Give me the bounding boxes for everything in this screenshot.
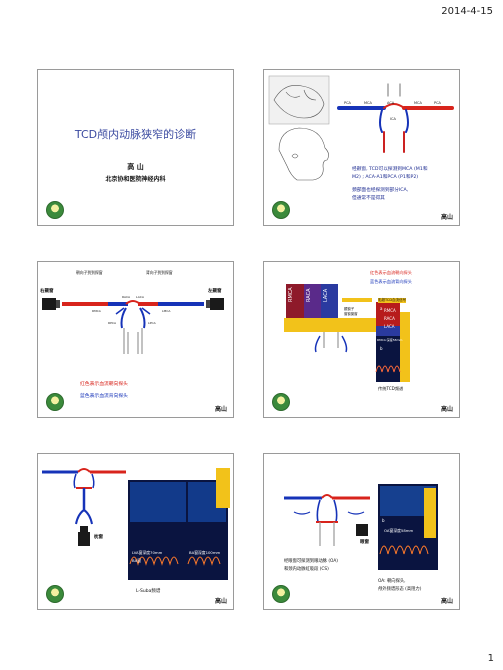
- spectrum-label: LVA窗深度70mm: [132, 550, 163, 555]
- slide6-right-line: 颅外频谱形态 (高阻力): [378, 587, 422, 592]
- probe-beam-bar: [284, 318, 388, 332]
- spectrum-label: BA窗深度100mm: [189, 550, 221, 555]
- slide-flow-direction[interactable]: RACA LACA RMCA LMCA RPCA LPCA 朝向子到到探窗 背向…: [37, 261, 234, 418]
- slide6-left-line: 经眼窗可探测到眼动脉 (OA): [284, 559, 338, 564]
- vessel-label: LMCA: [162, 309, 171, 313]
- vessel-label: RMCA: [92, 309, 102, 313]
- slide-signature: 高山: [214, 406, 227, 413]
- skull-sketch-top: [268, 75, 330, 125]
- hospital-logo-icon: [46, 585, 64, 603]
- legend-blue-line: 蓝色表示血流背向探头: [80, 394, 128, 399]
- author-name: 高 山: [127, 163, 144, 171]
- legend-red-line: 红色表示血流朝向探头: [370, 270, 412, 275]
- head-profile-sketch: [278, 127, 329, 181]
- author-affiliation: 北京协和医院神经内科: [105, 176, 166, 183]
- top-left-note: 朝向子到到探窗: [76, 270, 103, 275]
- panel-label-raca: RACA: [306, 288, 312, 302]
- probe-left-label: 右颞窗: [40, 289, 54, 294]
- probe-right-label: 左颞窗: [208, 289, 222, 294]
- slide-anatomy[interactable]: PCA MCA ACA ICA MCA PCA 经颞窗, TCD可以探测到MCA…: [263, 69, 460, 226]
- page-date: 2014-4-15: [441, 6, 493, 17]
- vessel-label: MCA: [414, 101, 422, 105]
- occipital-probe-icon: [80, 526, 88, 532]
- panel-label-laca: LACA: [323, 288, 329, 302]
- slide-posterior-circulation[interactable]: 枕窗 LVA窗深度70mm BA窗 BA窗深度100mm L-Suba频谱 高山: [37, 453, 234, 610]
- badge-b: b: [382, 518, 385, 523]
- probe-label: 眼窗: [360, 540, 369, 545]
- vessel-label: LACA: [136, 295, 145, 299]
- legend-blue-line: 蓝色表示血流背向探头: [370, 279, 412, 284]
- vessel-label: RACA: [122, 295, 131, 299]
- legend-red-line: 红色表示血流朝向探头: [80, 382, 128, 387]
- slide2-text-line: 但通常不是得其: [352, 196, 385, 201]
- slide2-text-line: 颈部面也经探测到部分ICA,: [352, 188, 409, 193]
- page-number: 1: [487, 653, 494, 664]
- banner-label: 彩超TCD血流信号: [378, 298, 407, 303]
- slide-color-tcd[interactable]: 红色表示血流朝向探头 蓝色表示血流背向探头 RMCA RACA LACA 彩超T…: [263, 261, 460, 418]
- ophthalmic-illustration: [284, 484, 438, 570]
- hospital-logo-icon: [46, 393, 64, 411]
- side-note-line: 颞窗子: [344, 307, 355, 311]
- vessel-label: LPCA: [148, 321, 157, 325]
- slide-signature: 高山: [214, 598, 227, 605]
- probe-label: 枕窗: [94, 535, 103, 540]
- slide-signature: 高山: [440, 598, 453, 605]
- spectrum-raca: RACA: [384, 316, 395, 321]
- slide-signature: 高山: [440, 406, 453, 413]
- vessel-label: PCA: [344, 101, 352, 105]
- hospital-logo-icon: [272, 585, 290, 603]
- slide-title[interactable]: TCD颅内动脉狭窄的诊断 高 山 北京协和医院神经内科: [37, 69, 234, 226]
- vessel-label: ICA: [390, 117, 396, 121]
- side-probe-bar: [400, 312, 410, 382]
- spectrum-rmca: RMCA: [384, 308, 396, 313]
- yellow-marker-bar: [216, 468, 230, 508]
- slide6-right-line: OA: 朝向探头,: [378, 579, 406, 584]
- spectrum-label: BA窗: [132, 558, 141, 563]
- vessel-label: ACA: [387, 101, 395, 105]
- panel-label-rmca: RMCA: [288, 287, 294, 302]
- orbital-probe-icon: [356, 524, 368, 536]
- hospital-logo-icon: [46, 201, 64, 219]
- spectrum-depth-label: OA窗深度58mm: [384, 528, 414, 533]
- badge-a: a: [380, 306, 383, 311]
- slide-main-title: TCD颅内动脉狭窄的诊断: [74, 128, 197, 141]
- slide2-text-line: M2) ; ACA-A1和PCA (P1和P2): [352, 175, 419, 180]
- spectrum-caption: 传统TCD频谱: [378, 386, 404, 391]
- slide6-left-line: 和颈内动脉虹吸段 (CS): [284, 567, 329, 572]
- spectrum-laca: LACA: [384, 324, 395, 329]
- top-right-note: 背向子到到探窗: [146, 270, 173, 275]
- circle-of-willis: [337, 83, 454, 153]
- spectrum-caption: L-Suba频谱: [136, 589, 161, 594]
- hospital-logo-icon: [272, 393, 290, 411]
- spectrum-depth-label: RMCA:深度58mm: [377, 338, 403, 342]
- slide-signature: 高山: [440, 214, 453, 221]
- flow-direction-diagram: RACA LACA RMCA LMCA RPCA LPCA: [42, 295, 224, 354]
- vessel-label: PCA: [434, 101, 442, 105]
- vessel-label: RPCA: [108, 321, 117, 325]
- slide-ophthalmic-artery[interactable]: 眼窗 b OA窗深度58mm 经眼窗可探测到眼动脉 (OA) 和颈内动脉虹吸段 …: [263, 453, 460, 610]
- probe-left-icon: [42, 298, 60, 310]
- side-note-line: 窗窗窗窗: [344, 312, 358, 316]
- vessel-label: MCA: [364, 101, 372, 105]
- badge-b: b: [380, 346, 383, 351]
- yellow-marker-bar: [424, 488, 436, 538]
- probe-right-icon: [206, 298, 224, 310]
- slide2-text-line: 经颞窗, TCD可以探测到MCA (M1和: [352, 167, 428, 172]
- color-tcd-illustration: [284, 284, 410, 382]
- posterior-circulation-illustration: [42, 468, 230, 580]
- anatomy-illustration: PCA MCA ACA ICA MCA PCA: [268, 75, 454, 181]
- hospital-logo-icon: [272, 201, 290, 219]
